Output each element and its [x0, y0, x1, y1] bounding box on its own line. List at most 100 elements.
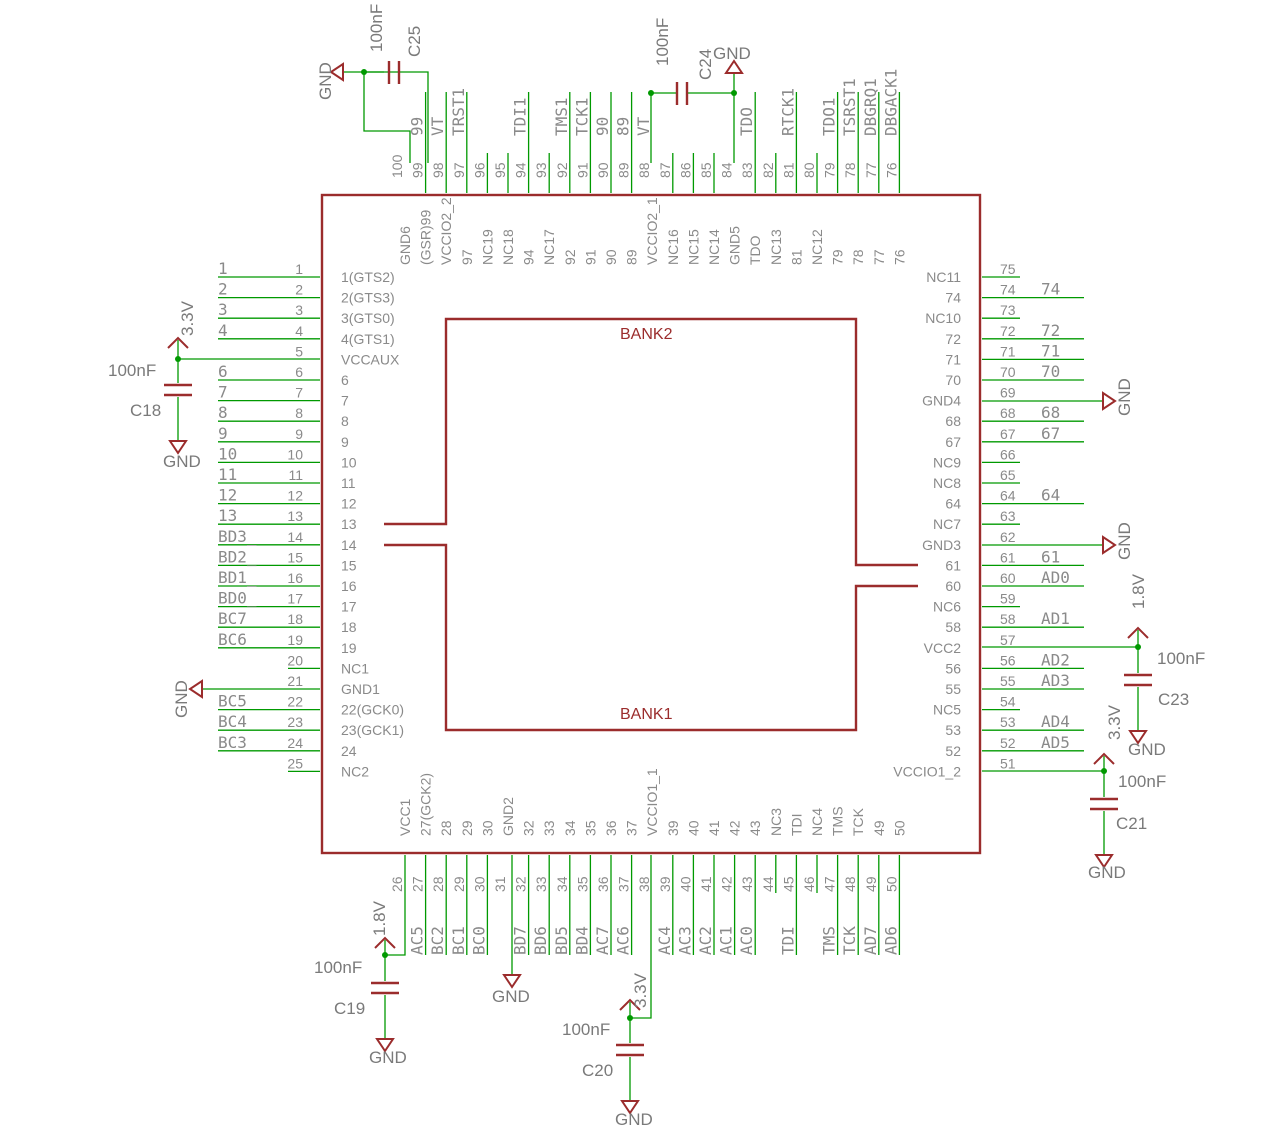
- pin-number: 35: [574, 876, 590, 892]
- net-label: 90: [593, 117, 612, 136]
- c19-ref: C19: [334, 999, 365, 1018]
- net-label: BC4: [218, 712, 247, 731]
- pin-number: 79: [822, 162, 838, 178]
- pin-name: 9: [341, 434, 349, 450]
- pin-number: 49: [863, 876, 879, 892]
- net-label: 7: [218, 383, 228, 402]
- capacitor-c18[interactable]: 3.3V 100nF C18 GND: [108, 300, 320, 471]
- pin-name: 43: [747, 820, 763, 836]
- bank-divider-lower: [384, 543, 918, 732]
- pin-name: 67: [945, 434, 961, 450]
- pin-name: 42: [727, 820, 743, 836]
- gnd-label: GND: [1088, 863, 1126, 882]
- pin-name: 37: [624, 820, 640, 836]
- pin-number: 95: [492, 162, 508, 178]
- pin-name: VCCAUX: [341, 351, 400, 367]
- pin-name: 3(GTS0): [341, 310, 395, 326]
- pin-name: 10: [341, 454, 357, 470]
- pin-number: 92: [554, 162, 570, 178]
- pin-number: 65: [1000, 467, 1016, 483]
- net-label: TMS1: [552, 97, 571, 136]
- pin-number: 51: [1000, 755, 1016, 771]
- net-label: BD5: [552, 926, 571, 955]
- pin-number: 96: [471, 162, 487, 178]
- pin-number: 90: [595, 162, 611, 178]
- capacitor-c24[interactable]: GND 100nF C24: [648, 18, 751, 163]
- pin-name: 90: [603, 249, 619, 265]
- pin-number: 52: [1000, 735, 1016, 751]
- capacitor-c25[interactable]: GND 100nF C25: [316, 4, 429, 163]
- net-label: AC5: [408, 926, 427, 955]
- pin-number: 97: [451, 162, 467, 178]
- pin-name: 12: [341, 496, 357, 512]
- capacitor-c23[interactable]: 1.8V 100nF C23 GND: [982, 573, 1205, 759]
- pin-name: GND1: [341, 681, 380, 697]
- net-label: 70: [1041, 362, 1060, 381]
- pin-number: 60: [1000, 570, 1016, 586]
- net-label: BC2: [428, 926, 447, 955]
- c18-value: 100nF: [108, 361, 156, 380]
- c23-rail: 1.8V: [1129, 573, 1148, 609]
- ground-symbol: [620, 1100, 640, 1115]
- c24-value: 100nF: [653, 18, 672, 66]
- pin-name: 71: [945, 351, 961, 367]
- pin-name: 49: [871, 820, 887, 836]
- net-label: VT: [634, 116, 653, 136]
- pin-name: 24: [341, 743, 357, 759]
- pin-number: 9: [295, 426, 303, 442]
- ground-pin-21: GND: [172, 679, 320, 718]
- pin-name: 6: [341, 372, 349, 388]
- pin-name: 61: [945, 557, 961, 573]
- ground-symbol: [724, 59, 744, 74]
- net-label: AD3: [1041, 671, 1070, 690]
- capacitor-c20[interactable]: 3.3V 100nF C20 GND: [562, 855, 653, 1129]
- ground-symbol: [168, 440, 188, 455]
- pin-name: TCK: [850, 807, 866, 836]
- net-label: TDO: [737, 107, 756, 136]
- net-label: AC2: [696, 926, 715, 955]
- gnd-label: GND: [1128, 740, 1166, 759]
- pin-number: 22: [287, 694, 303, 710]
- pin-name: 79: [830, 249, 846, 265]
- pin-number: 46: [801, 876, 817, 892]
- pin-name: 50: [891, 820, 907, 836]
- pin-name: 94: [521, 249, 537, 265]
- net-label: TDI: [778, 926, 797, 955]
- net-label: BC5: [218, 692, 247, 711]
- net-label: AD1: [1041, 609, 1070, 628]
- pin-number: 13: [287, 508, 303, 524]
- net-label: 2: [218, 280, 228, 299]
- pin-number: 28: [430, 876, 446, 892]
- pin-number: 73: [1000, 302, 1016, 318]
- pin-number: 42: [719, 876, 735, 892]
- net-label: 89: [614, 117, 633, 136]
- pin-name: VCC2: [924, 640, 962, 656]
- net-label: BD7: [511, 926, 530, 955]
- net-label: 12: [218, 486, 237, 505]
- gnd-label: GND: [492, 987, 530, 1006]
- net-label: 13: [218, 506, 237, 525]
- ground-symbol: [329, 62, 344, 82]
- capacitor-c21[interactable]: 3.3V 100nF C21 GND: [982, 704, 1166, 882]
- pin-name: NC18: [500, 229, 516, 265]
- pin-name: 58: [945, 619, 961, 635]
- ground-symbol: [1094, 854, 1114, 869]
- pin-name: 53: [945, 722, 961, 738]
- c25-value: 100nF: [367, 4, 386, 52]
- net-label: 6: [218, 362, 228, 381]
- capacitor-c19[interactable]: 1.8V 100nF C19 GND: [314, 855, 407, 1067]
- ground-pin-31: GND: [492, 855, 530, 1006]
- pin-name: GND2: [500, 797, 516, 836]
- pin-number: 23: [287, 714, 303, 730]
- pin-name: NC7: [933, 516, 961, 532]
- net-label: AC7: [593, 926, 612, 955]
- net-label: BC7: [218, 609, 247, 628]
- net-label: BC1: [449, 926, 468, 955]
- pin-number: 15: [287, 549, 303, 565]
- net-label: BD0_: [218, 589, 257, 608]
- pin-name: NC9: [933, 454, 961, 470]
- pin-number: 38: [636, 876, 652, 892]
- pin-name: 77: [871, 249, 887, 265]
- c21-rail: 3.3V: [1105, 704, 1124, 740]
- pin-number: 17: [287, 591, 303, 607]
